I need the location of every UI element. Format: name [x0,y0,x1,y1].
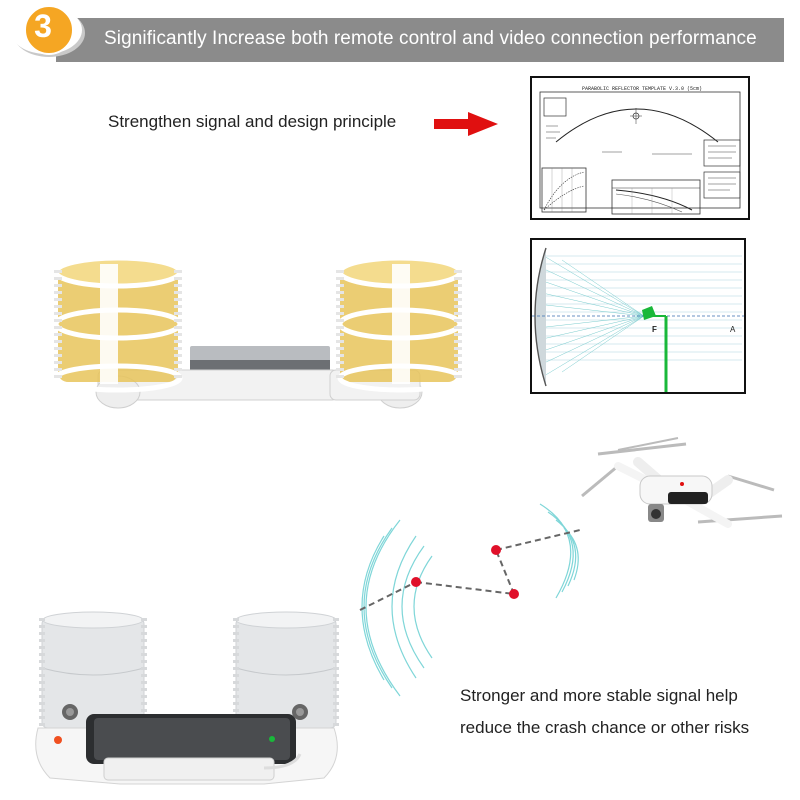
antenna-booster-product-image [53,255,463,409]
step-number: 3 [34,8,52,44]
remote-controller-icon [35,611,339,785]
signal-node [491,545,501,555]
left-reflector [53,255,183,393]
principle-caption: Strengthen signal and design principle [108,112,397,131]
reflector-diagram-panel: F A [530,238,746,394]
template-title: PARABOLIC REFLECTOR TEMPLATE V.3.0 (5cm) [582,86,702,92]
template-panel: PARABOLIC REFLECTOR TEMPLATE V.3.0 (5cm) [530,76,750,220]
benefit-line-1: Stronger and more stable signal help [460,686,738,705]
header-title: Significantly Increase both remote contr… [104,28,757,49]
drone-icon [581,437,783,528]
number-badge-icon [10,5,85,57]
signal-node [509,589,519,599]
signal-node [411,577,421,587]
reflector-ray-diagram: F A [532,247,744,392]
red-arrow-icon [434,112,498,136]
parabola-template-drawing: PARABOLIC REFLECTOR TEMPLATE V.3.0 (5cm) [539,86,741,215]
header-banner [56,18,784,62]
focus-label: F [652,325,657,334]
benefit-line-2: reduce the crash chance or other risks [460,718,750,737]
right-reflector [336,255,463,393]
signal-path-graphic [359,503,581,697]
axis-label: A [730,325,736,334]
